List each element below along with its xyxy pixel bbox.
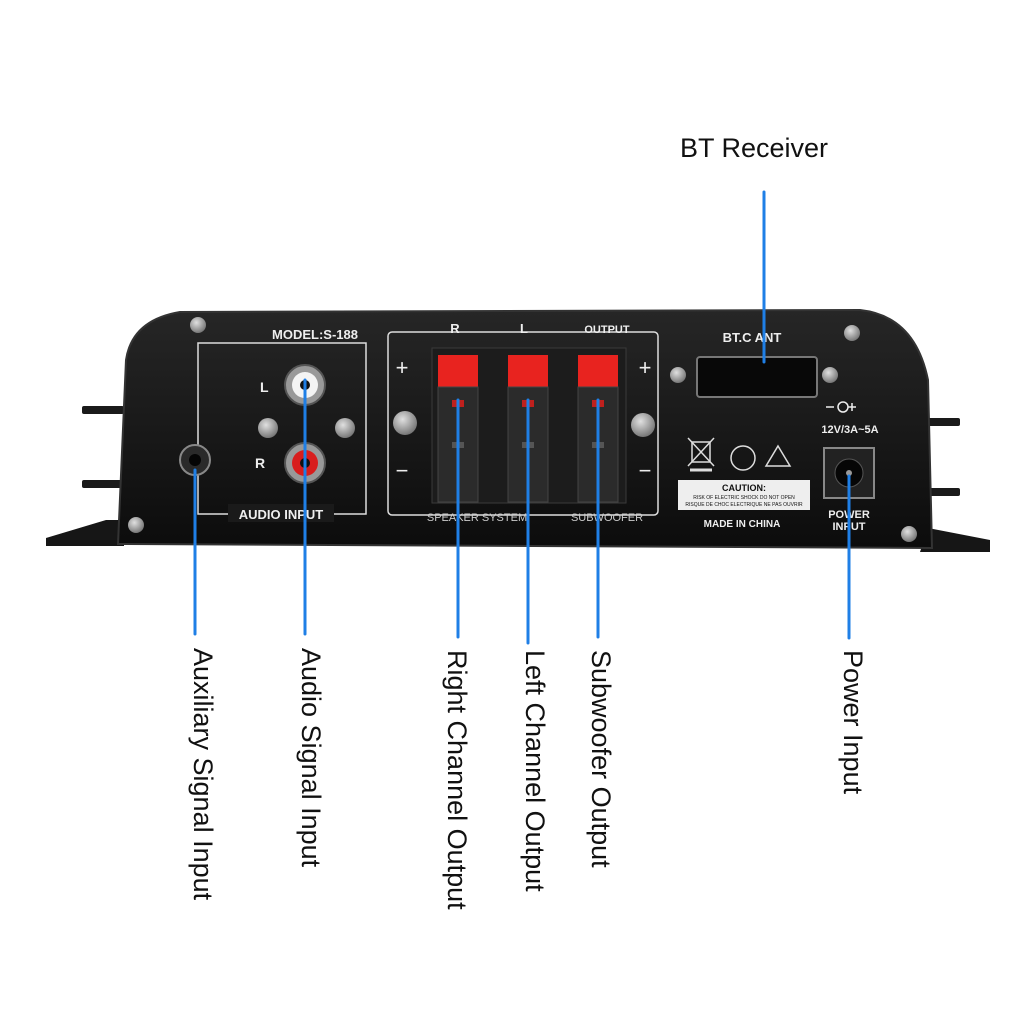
rca-l-label: L xyxy=(260,379,269,395)
heatsink-fins-left xyxy=(82,406,124,488)
caution-line-2: RISQUE DE CHOC ELECTRIQUE NE PAS OUVRIR xyxy=(685,502,803,508)
rca-screws xyxy=(258,418,355,438)
bt-receiver-callout: BT Receiver xyxy=(680,133,829,163)
bt-screw-right xyxy=(822,367,838,383)
bt-antenna-window xyxy=(696,356,818,398)
mounting-flange-right xyxy=(920,528,990,552)
subwoofer-callout: Subwoofer Output xyxy=(586,650,616,868)
output-label: OUTPUT xyxy=(584,324,630,336)
compliance-icons xyxy=(687,437,792,472)
plus-left-label: + xyxy=(396,355,409,380)
audio-input-label: AUDIO INPUT xyxy=(239,507,324,522)
right-channel-callout: Right Channel Output xyxy=(442,650,472,910)
bt-ant-label: BT.C ANT xyxy=(723,330,782,345)
terminal-screws xyxy=(393,411,655,437)
subwoofer-label: SUBWOOFER xyxy=(571,512,643,524)
minus-right-label: − xyxy=(639,458,652,483)
speaker-system-label: SPEAKER SYSTEM xyxy=(427,512,527,524)
rca-r-label: R xyxy=(255,455,265,471)
mounting-flange-left xyxy=(46,520,124,546)
aux-jack xyxy=(179,444,211,476)
made-in-label: MADE IN CHINA xyxy=(704,519,781,530)
caution-box xyxy=(678,480,810,510)
minus-left-label: − xyxy=(396,458,409,483)
speaker-r-label: R xyxy=(450,321,460,336)
bt-screw-left xyxy=(670,367,686,383)
audio-signal-callout: Audio Signal Input xyxy=(296,648,326,868)
speaker-l-label: L xyxy=(520,321,528,336)
caution-line-1: RISK OF ELECTRIC SHOCK DO NOT OPEN xyxy=(693,495,795,501)
leader-lines xyxy=(193,190,851,645)
dc-polarity-icon xyxy=(826,401,856,413)
left-channel-callout: Left Channel Output xyxy=(520,650,550,892)
model-label: MODEL:S-188 xyxy=(272,327,358,342)
panel-screws xyxy=(128,317,917,542)
auxiliary-callout: Auxiliary Signal Input xyxy=(188,648,218,901)
caution-label: CAUTION: xyxy=(722,483,766,493)
power-callout: Power Input xyxy=(838,650,868,795)
speaker-terminal-box xyxy=(387,331,659,516)
plus-right-label: + xyxy=(639,355,652,380)
voltage-label: 12V/3A~5A xyxy=(821,424,878,436)
